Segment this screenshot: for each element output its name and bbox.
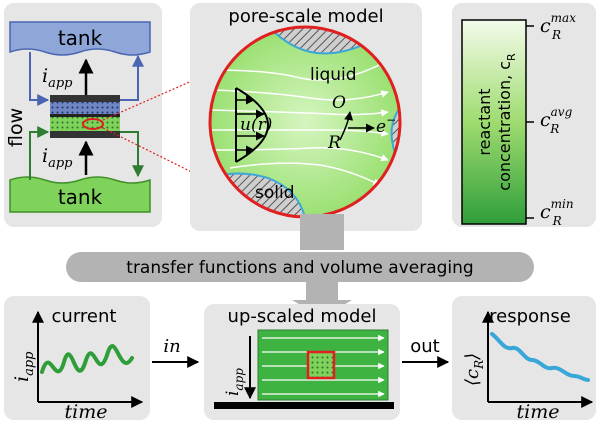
tank-top	[9, 21, 151, 56]
velocity-profile-arrows	[236, 95, 265, 155]
electron-label: e−	[376, 113, 396, 137]
response-panel: response ⟨cR⟩ time	[452, 296, 596, 423]
scale-axis-label-line1: reactant	[475, 88, 494, 155]
current-signal-curve	[40, 344, 134, 374]
pore-panel-title: pore-scale model	[228, 6, 383, 27]
in-label: in	[163, 336, 180, 357]
pipe-blue-right	[120, 54, 144, 101]
upscaled-current-collector	[214, 402, 394, 409]
response-y-label: ⟨cR⟩	[462, 353, 486, 386]
current-x-label: time	[65, 401, 108, 423]
current-label-top: iapp	[42, 65, 73, 91]
representative-volume	[306, 350, 336, 380]
current-y-label: iapp	[11, 351, 37, 382]
reduced-label: R	[327, 133, 341, 153]
oxidized-label: O	[332, 93, 346, 113]
flow-side-label: flow	[5, 108, 27, 147]
cell-plate-top	[50, 95, 120, 102]
concentration-color-bar	[461, 19, 527, 225]
current-panel-title: current	[52, 306, 117, 327]
response-panel-title: response	[489, 306, 571, 327]
out-label: out	[410, 336, 439, 357]
velocity-label: u(r)	[240, 115, 272, 135]
scale-ticks	[526, 25, 534, 219]
tank-top-label: tank	[58, 26, 103, 50]
cell-plate-bottom	[50, 131, 120, 138]
upscaled-panel-title: up-scaled model	[228, 306, 377, 327]
pore-scale-panel: pore-scale model	[190, 3, 422, 231]
upscaled-model-panel: up-scaled model iapp	[204, 304, 400, 420]
current-label-bottom: iapp	[42, 145, 73, 171]
flow-cell-panel: tank tank iapp iapp flow	[4, 3, 162, 227]
response-curve	[490, 332, 590, 382]
banner-background	[66, 252, 534, 282]
cell-membrane	[50, 114, 120, 117]
cell-blue-electrode	[50, 102, 120, 114]
pipe-green-left	[29, 126, 50, 180]
current-panel-background	[4, 296, 150, 420]
reaction-arrow	[339, 111, 354, 141]
zoom-region-marker	[82, 118, 104, 130]
pipe-blue-left	[29, 52, 50, 106]
banner-text: transfer functions and volume averaging	[126, 258, 473, 278]
scale-axis-label-line2: concentration, cR	[495, 53, 518, 191]
cell-green-electrode	[50, 117, 120, 131]
solid-label: solid	[255, 183, 295, 203]
upscaled-current-label: iapp	[223, 368, 246, 396]
liquid-label: liquid	[310, 65, 357, 85]
tank-bottom-label: tank	[58, 185, 103, 209]
pipe-green-right	[120, 131, 144, 178]
transfer-banner: transfer functions and volume averaging	[66, 214, 534, 318]
tank-bottom	[9, 176, 151, 213]
response-x-label: time	[517, 401, 560, 423]
banner-down-arrow-stem-top	[300, 214, 344, 250]
current-panel: current iapp time	[4, 296, 150, 423]
